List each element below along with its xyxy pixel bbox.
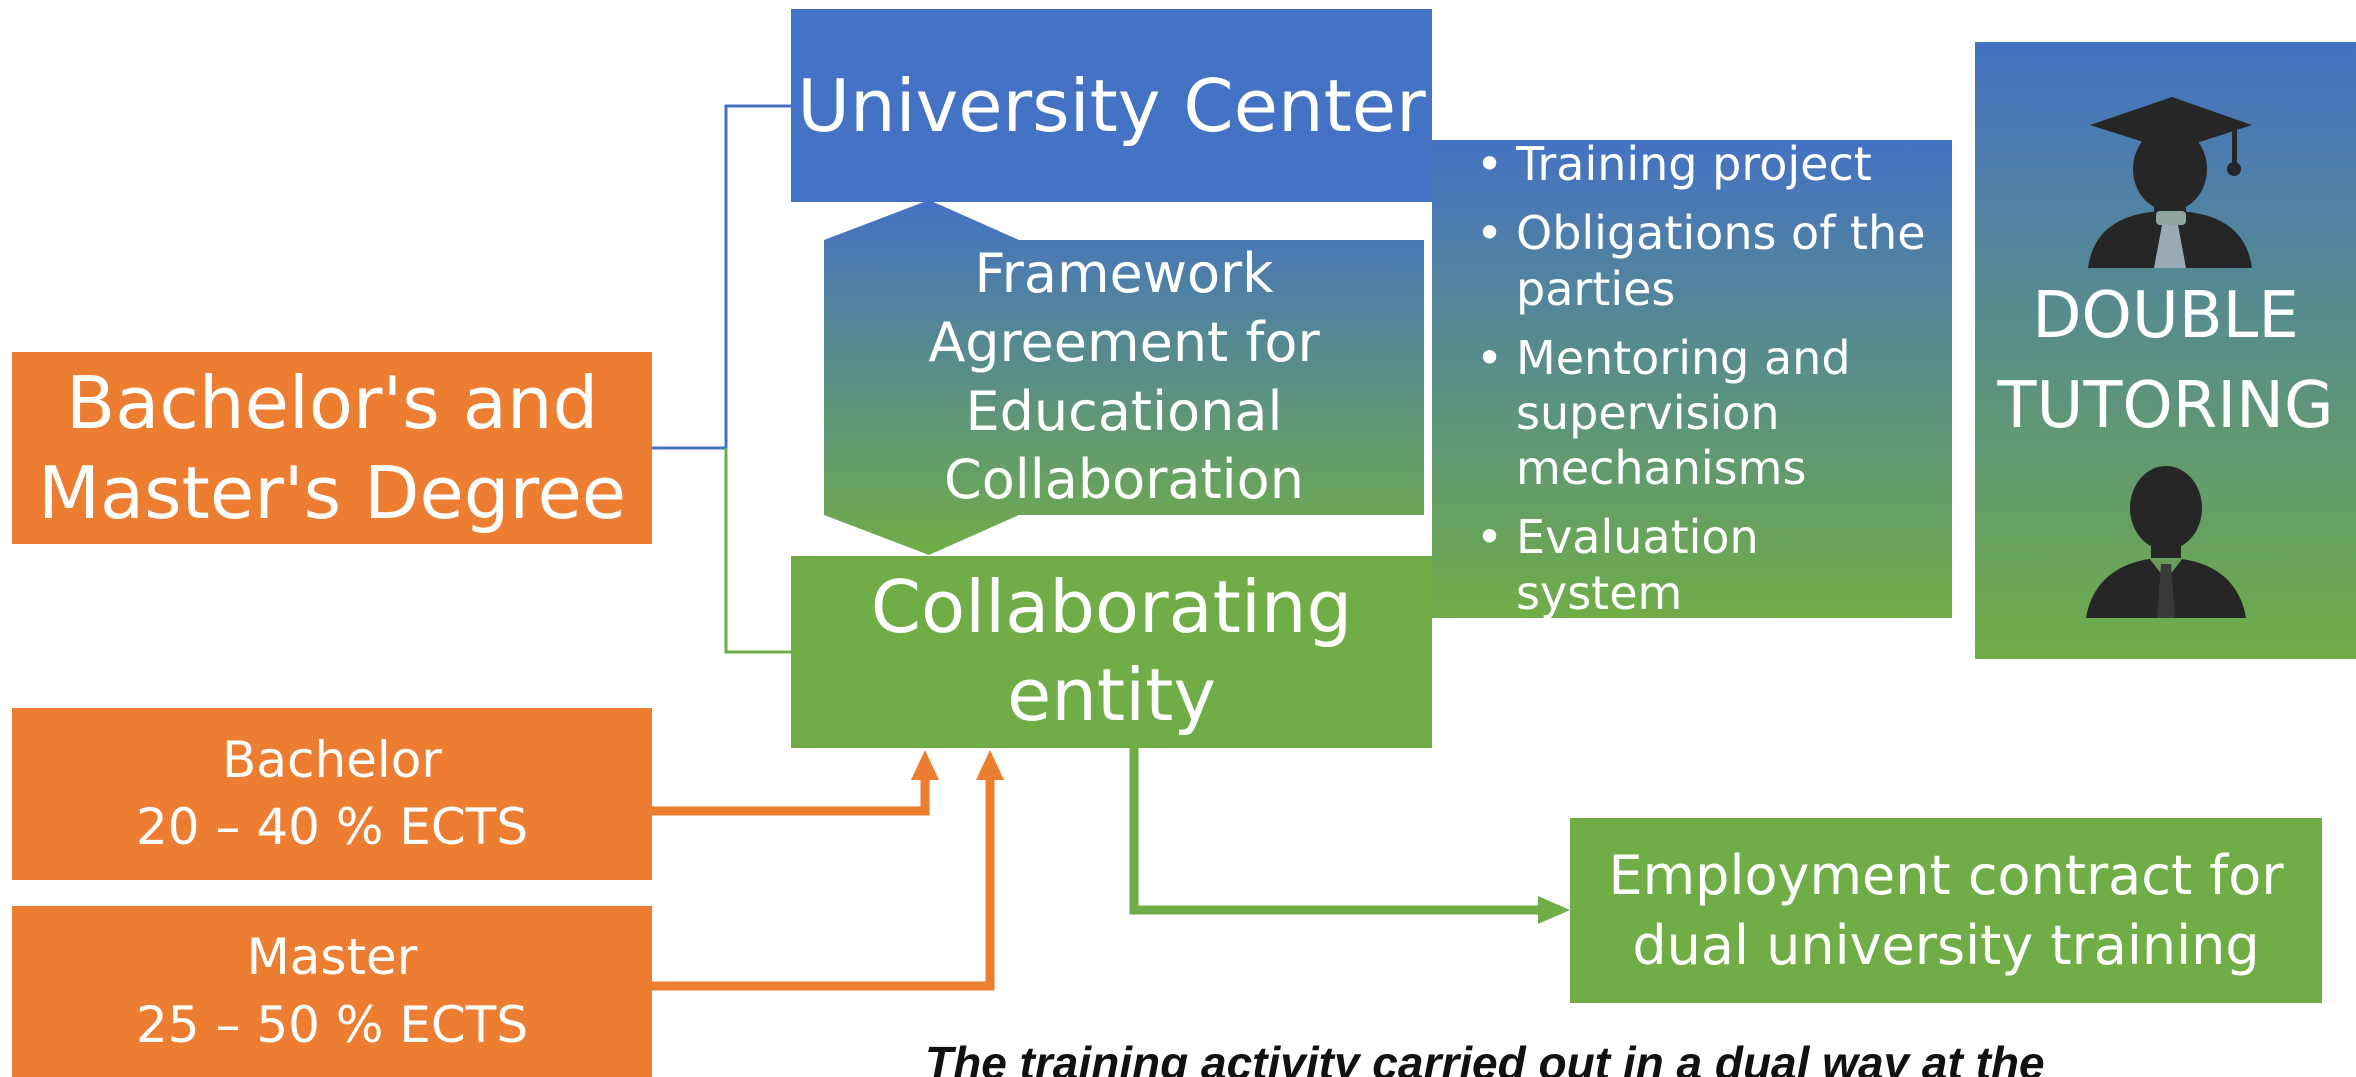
collaborating-entity-box: Collaborating entity <box>791 556 1432 748</box>
list-item-text: Mentoring and supervision mechanisms <box>1516 330 1851 496</box>
list-item: • Mentoring and supervision mechanisms <box>1476 331 1938 497</box>
framework-line-4: Collaboration <box>944 448 1304 512</box>
employment-contract-box: Employment contract for dual university … <box>1570 818 2322 1003</box>
agreement-contents-box: • Training project • Obligations of the … <box>1432 137 1952 621</box>
graduate-icon <box>2087 97 2252 269</box>
diagram-caption: The training activity carried out in a d… <box>925 1038 2045 1077</box>
tutor-icon <box>2085 465 2246 618</box>
employment-line-1: Employment contract for <box>1608 844 2284 908</box>
framework-line-2: Agreement for <box>928 310 1320 374</box>
bachelor-box: Bachelor 20 – 40 % ECTS <box>12 708 652 880</box>
bullet: • <box>1476 137 1504 192</box>
list-item: • Evaluation system <box>1476 510 1938 620</box>
framework-hexagon-shape <box>824 200 1424 555</box>
double-tutoring-title: DOUBLE TUTORING <box>1997 272 2333 451</box>
master-title: Master <box>246 928 418 986</box>
degree-to-university-connector <box>652 104 791 450</box>
bachelor-to-collab-arrow <box>652 778 930 816</box>
master-to-collab-arrow <box>652 778 995 991</box>
framework-agreement-box: Framework Agreement for Educational Coll… <box>824 200 1424 555</box>
collab-line-2: entity <box>1006 653 1216 737</box>
arrow-up-icon <box>976 750 1004 780</box>
bullet: • <box>1476 510 1504 565</box>
double-tutoring-line-2: TUTORING <box>1997 369 2334 443</box>
framework-line-3: Educational <box>965 379 1283 443</box>
degree-line-2: Master's Degree <box>37 451 627 535</box>
degree-box: Bachelor's and Master's Degree <box>12 352 652 544</box>
list-item-text: Training project <box>1516 137 1872 192</box>
agreement-contents-list: • Training project • Obligations of the … <box>1476 137 1938 621</box>
bachelor-ects: 20 – 40 % ECTS <box>135 798 529 856</box>
double-tutoring-box: DOUBLE TUTORING <box>1975 42 2356 659</box>
university-center-box: University Center <box>791 9 1432 202</box>
master-box: Master 25 – 50 % ECTS <box>12 906 652 1077</box>
university-center-label: University Center <box>797 63 1426 148</box>
list-item-text: Obligations of the parties <box>1516 206 1926 316</box>
degree-line-1: Bachelor's and <box>65 361 599 445</box>
arrow-right-icon <box>1538 896 1570 924</box>
employment-line-2: dual university training <box>1632 913 2260 977</box>
bullet: • <box>1476 330 1504 385</box>
collab-line-1: Collaborating <box>870 565 1353 650</box>
list-item: • Training project <box>1476 137 1938 192</box>
bullet: • <box>1476 206 1504 261</box>
framework-line-1: Framework <box>974 242 1274 306</box>
collab-to-employment-arrow <box>1129 748 1540 915</box>
list-item-text: Evaluation system <box>1516 510 1759 620</box>
list-item: • Obligations of the parties <box>1476 206 1938 316</box>
double-tutoring-line-1: DOUBLE <box>2032 279 2299 354</box>
bachelor-title: Bachelor <box>222 730 442 789</box>
degree-to-collab-connector <box>724 448 791 654</box>
arrow-up-icon <box>911 750 939 780</box>
master-ects: 25 – 50 % ECTS <box>135 995 529 1054</box>
